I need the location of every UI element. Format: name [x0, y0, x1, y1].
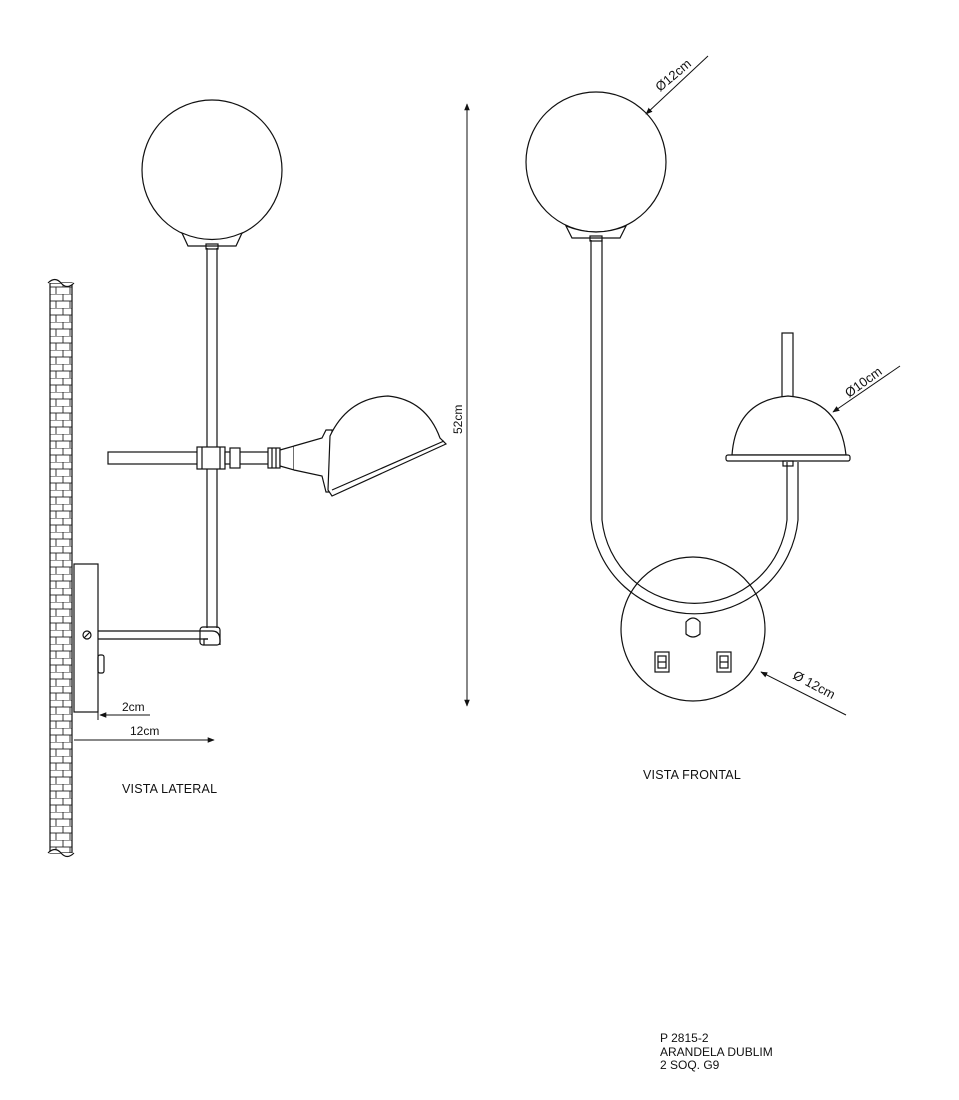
- front-switch-right-icon: [716, 651, 732, 673]
- brick-wall: [47, 278, 75, 858]
- front-dimensions: [645, 55, 901, 716]
- product-code: P 2815-2: [660, 1031, 709, 1045]
- dim-shade-diameter: Ø10cm: [842, 364, 885, 401]
- side-dimensions: [71, 712, 215, 745]
- dim-wall-gap: 2cm: [122, 700, 145, 714]
- side-switch-icon: [97, 654, 105, 674]
- front-shade: [731, 395, 847, 456]
- product-spec: 2 SOQ. G9: [660, 1058, 720, 1072]
- side-screw-icon: [82, 630, 92, 640]
- side-view-title: VISTA LATERAL: [122, 782, 218, 796]
- side-shade: [327, 395, 448, 497]
- front-switch-left-icon: [654, 651, 670, 673]
- front-view-title: VISTA FRONTAL: [643, 768, 741, 782]
- product-name: ARANDELA DUBLIM: [660, 1044, 773, 1059]
- front-globe: [525, 91, 667, 233]
- dim-base-diameter: Ø 12cm: [791, 667, 838, 702]
- front-view: [525, 91, 851, 702]
- side-wall-plate: [73, 563, 99, 713]
- side-globe: [141, 99, 283, 241]
- dim-height: 52cm: [451, 405, 465, 434]
- title-block: P 2815-2 ARANDELA DUBLIM 2 SOQ. G9: [660, 1031, 773, 1073]
- dim-depth: 12cm: [130, 724, 159, 738]
- side-view: [47, 99, 448, 858]
